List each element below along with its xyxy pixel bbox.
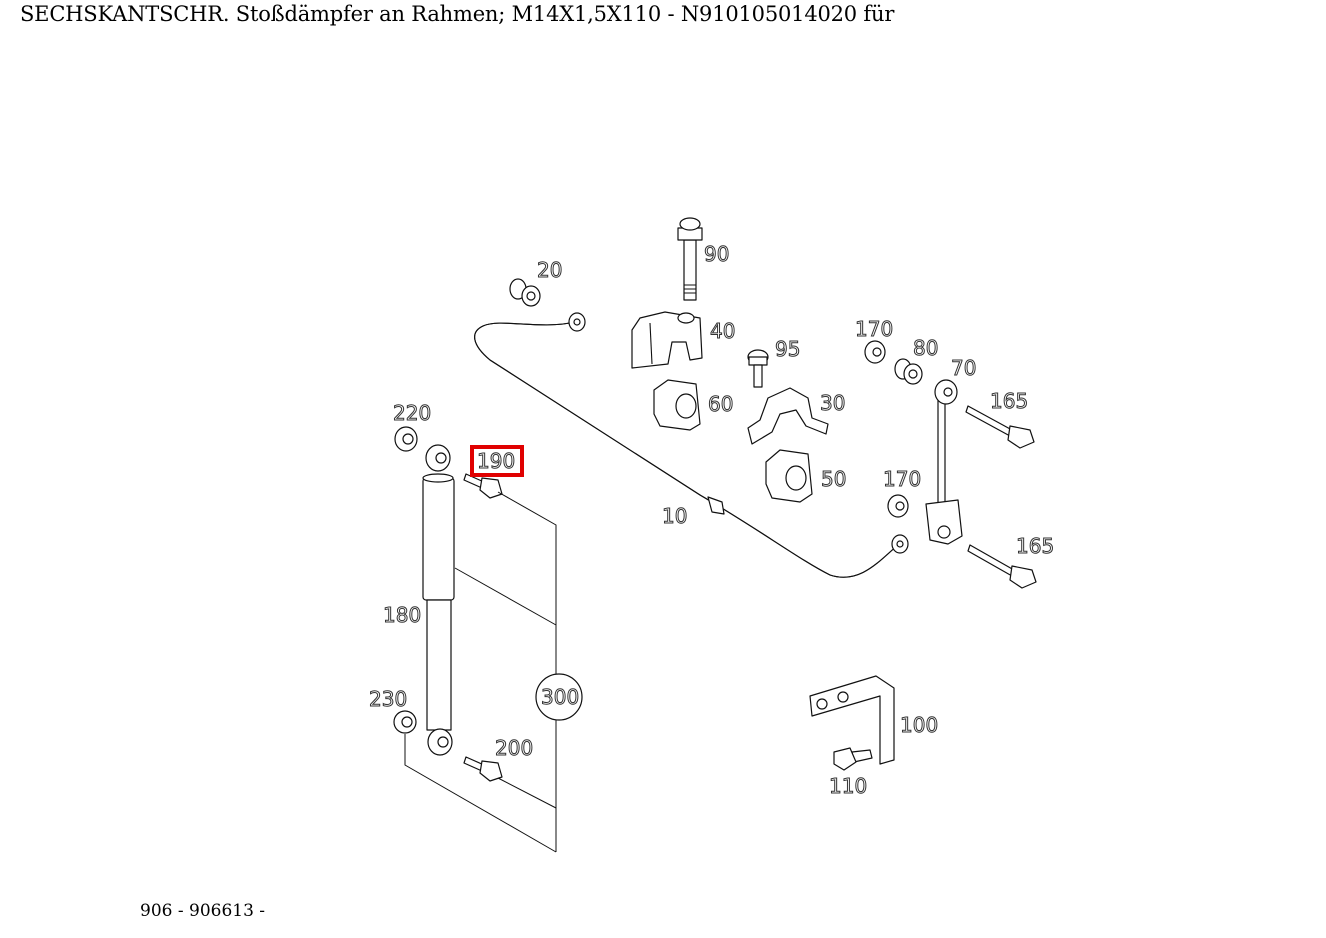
- shock-absorber-180[interactable]: [422, 444, 455, 756]
- set-300-circle[interactable]: [535, 673, 583, 721]
- label-70: 70: [951, 356, 976, 380]
- label-300: 300: [541, 685, 579, 709]
- label-30: 30: [820, 391, 845, 415]
- label-200: 200: [495, 736, 533, 760]
- bolt-110[interactable]: [833, 747, 873, 771]
- label-190[interactable]: 190: [477, 449, 516, 474]
- bracket-100[interactable]: [809, 675, 895, 765]
- bracket-40[interactable]: [631, 311, 703, 369]
- highlight-box-190: [470, 445, 524, 477]
- label-170-lower: 170: [883, 467, 921, 491]
- link-rod-70[interactable]: [925, 379, 963, 545]
- bolt-190[interactable]: [463, 473, 503, 499]
- label-180: 180: [383, 603, 421, 627]
- label-165-upper: 165: [990, 389, 1028, 413]
- footer-code: 906 - 906613 -: [140, 901, 266, 921]
- label-40: 40: [710, 319, 735, 343]
- label-80: 80: [913, 336, 938, 360]
- bushing-60[interactable]: [653, 379, 701, 431]
- bushing-80[interactable]: [894, 358, 923, 385]
- label-95: 95: [775, 337, 800, 361]
- label-230: 230: [369, 687, 407, 711]
- washer-230[interactable]: [393, 710, 417, 734]
- washer-170-lower[interactable]: [887, 494, 909, 518]
- set-300-callout-lines: [404, 491, 557, 853]
- stabilizer-bar[interactable]: [474, 312, 909, 578]
- label-60: 60: [708, 392, 733, 416]
- washer-220[interactable]: [394, 426, 418, 452]
- bolt-200[interactable]: [463, 756, 503, 782]
- label-220: 220: [393, 401, 431, 425]
- label-20: 20: [537, 258, 562, 282]
- label-10: 10: [662, 504, 687, 528]
- bolt-165-upper[interactable]: [965, 405, 1035, 449]
- label-100: 100: [900, 713, 938, 737]
- label-50: 50: [821, 467, 846, 491]
- washer-170-upper[interactable]: [864, 340, 886, 364]
- bushing-50[interactable]: [765, 449, 813, 503]
- page-title: SECHSKANTSCHR. Stoßdämpfer an Rahmen; M1…: [20, 2, 895, 26]
- label-170-upper: 170: [855, 317, 893, 341]
- bolt-90[interactable]: [677, 217, 703, 301]
- clamp-30[interactable]: [747, 387, 829, 445]
- bolt-95[interactable]: [747, 349, 769, 388]
- bushing-20[interactable]: [509, 278, 541, 307]
- label-165-lower: 165: [1016, 534, 1054, 558]
- label-110: 110: [829, 774, 867, 798]
- label-90: 90: [704, 242, 729, 266]
- bolt-165-lower[interactable]: [967, 544, 1037, 589]
